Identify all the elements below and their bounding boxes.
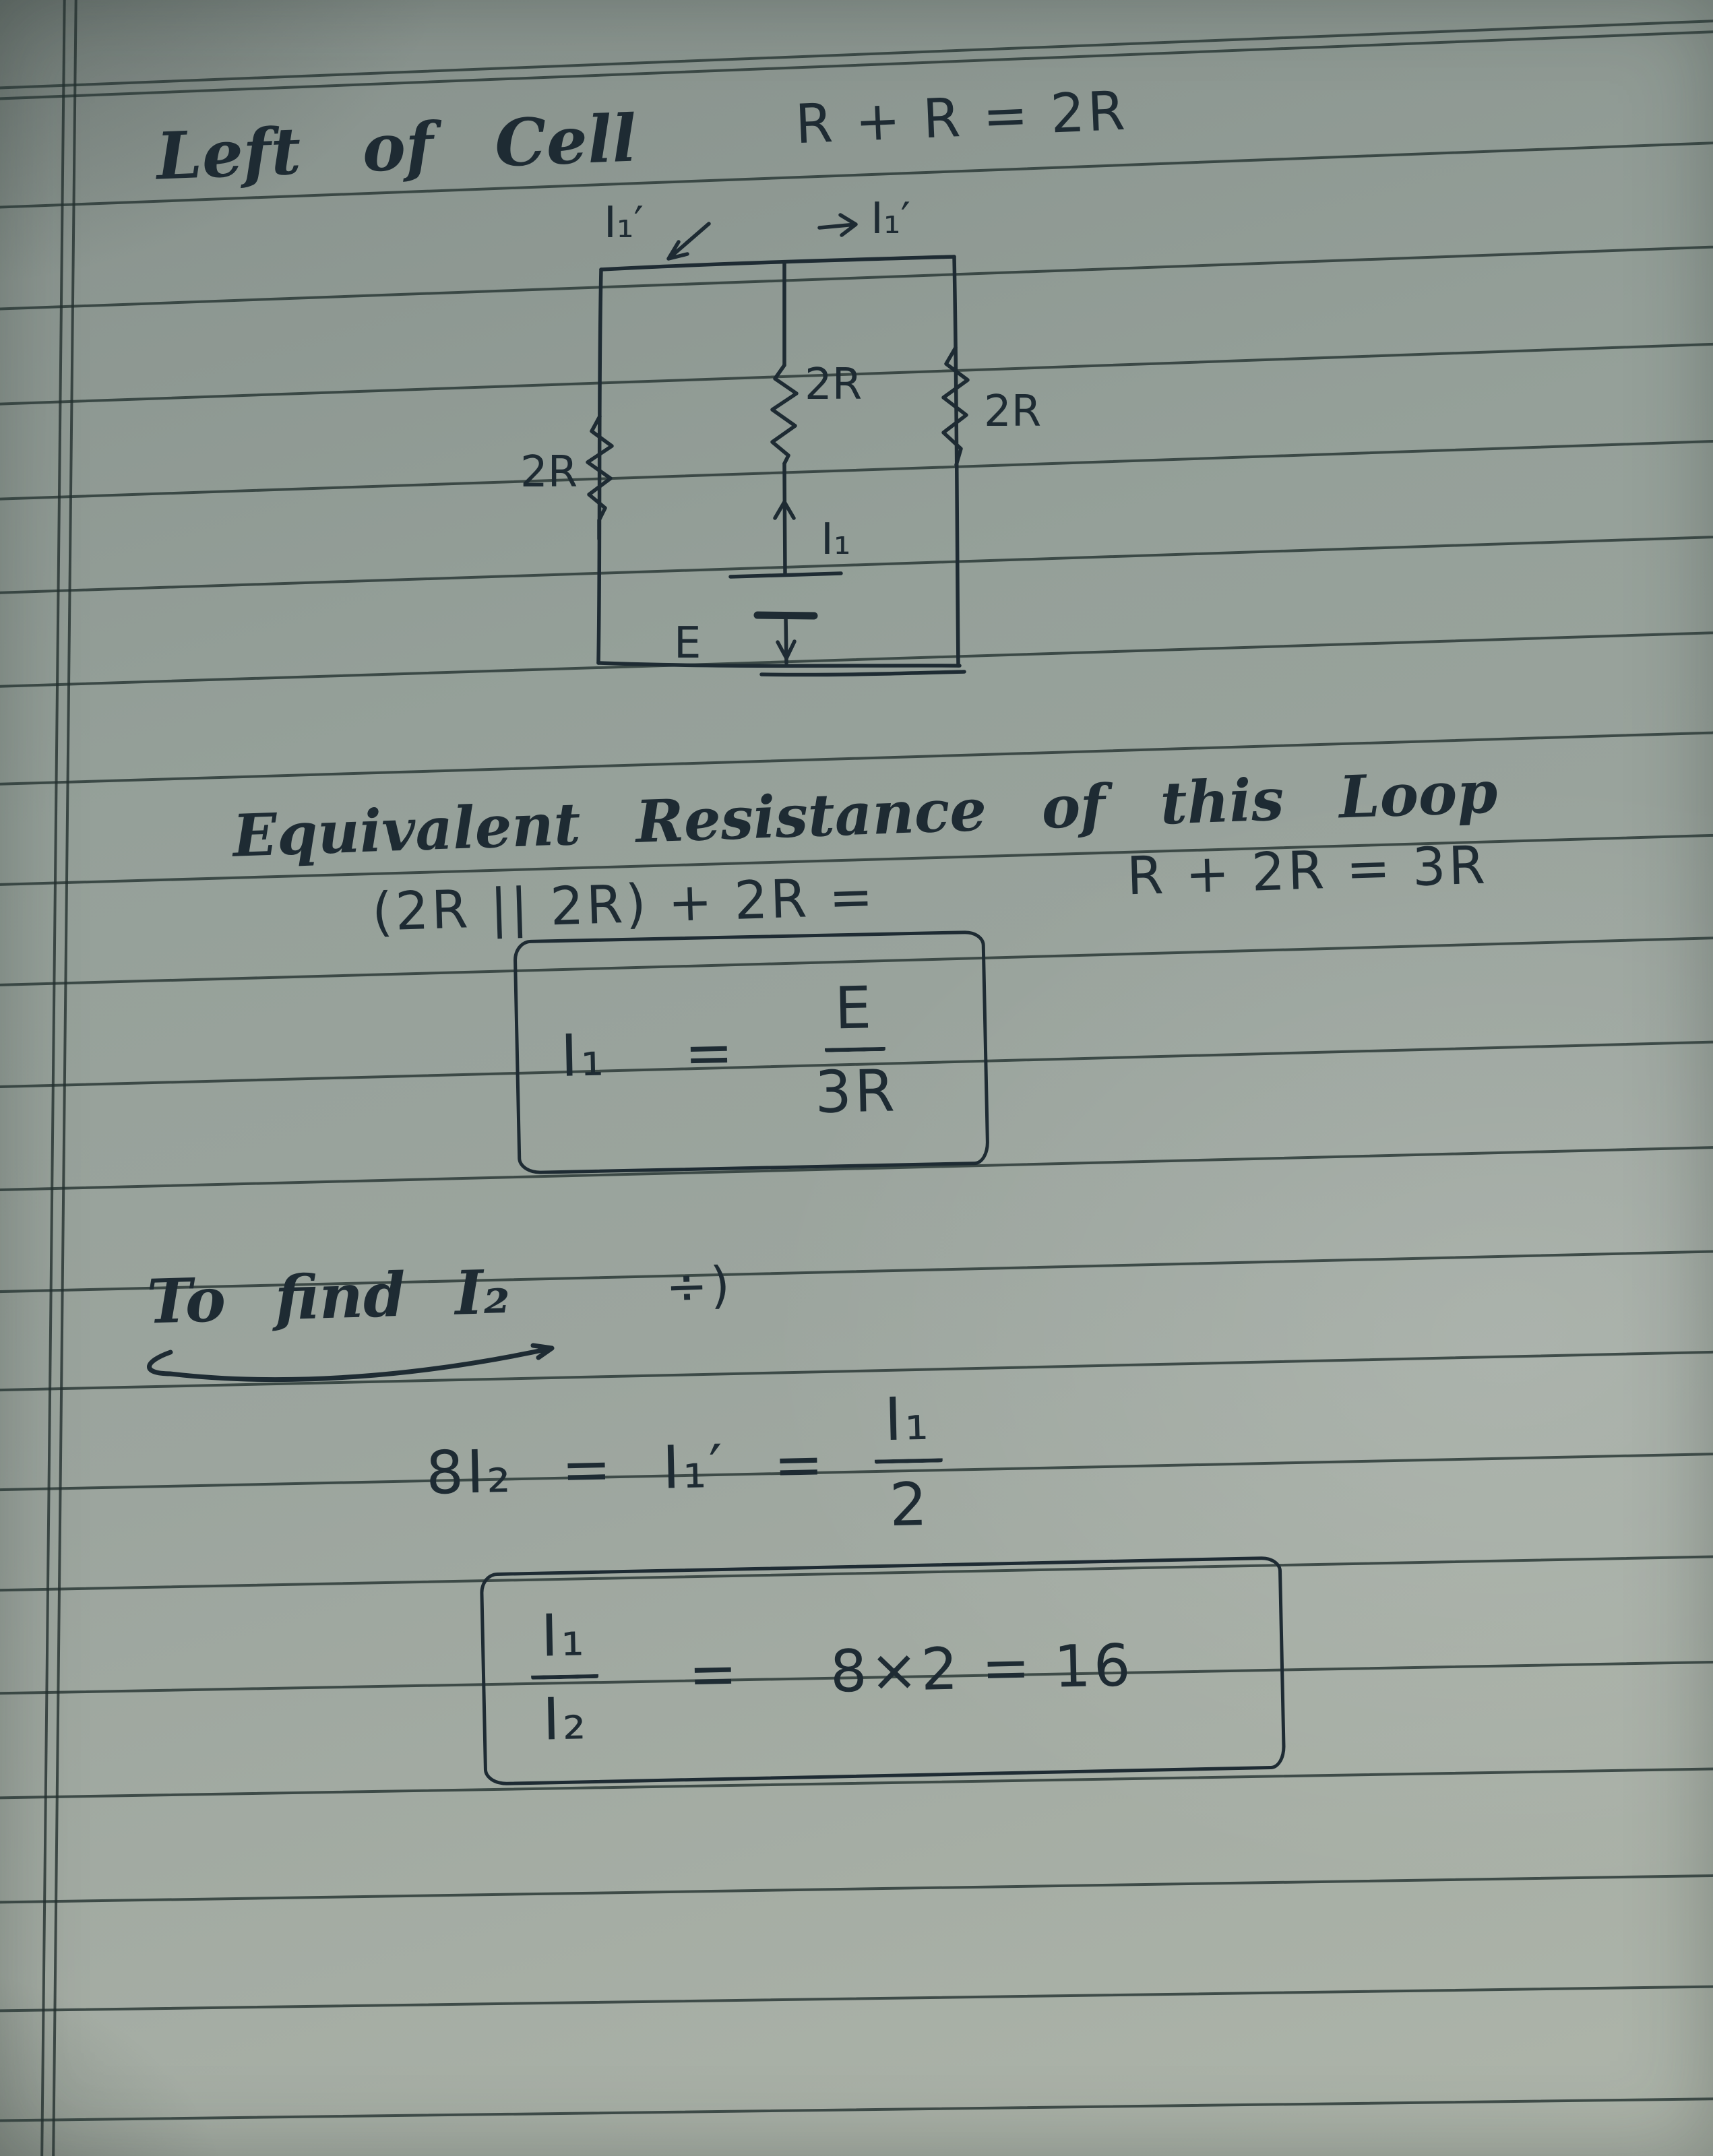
i1-fraction-denominator: 3R xyxy=(814,1057,898,1127)
heading-equation: R + R = 2R xyxy=(794,79,1129,156)
resistor-right xyxy=(941,346,970,467)
label-resistor-left: 2R xyxy=(520,447,578,497)
ratio-fraction: I₁ I₂ xyxy=(529,1601,600,1754)
find-i2-underline xyxy=(147,1343,555,1383)
resistor-middle xyxy=(770,363,799,466)
current-left-arrow xyxy=(666,222,711,261)
i1-fraction-numerator: E xyxy=(823,974,886,1052)
relation-mid: I₁′ xyxy=(661,1431,726,1502)
wire-left xyxy=(596,267,603,665)
ratio-fraction-numerator: I₁ xyxy=(529,1601,598,1680)
wire-middle-mid xyxy=(782,462,787,576)
wire-bottom xyxy=(596,661,962,668)
ruled-line xyxy=(0,1984,1713,2012)
label-current-top-right: I₁′ xyxy=(871,194,910,244)
battery-long-plate xyxy=(728,571,843,579)
ratio-rhs: 8×2 = 16 xyxy=(829,1632,1134,1706)
ruled-line xyxy=(0,15,1713,90)
margin-line xyxy=(40,0,66,2156)
relation-row: 8I₂ = I₁′ = I₁ 2 xyxy=(424,1383,944,1550)
current-right-arrow xyxy=(817,213,858,237)
ruled-line xyxy=(0,2096,1713,2122)
label-resistor-middle: 2R xyxy=(805,360,862,410)
i1-fraction: E 3R xyxy=(813,974,898,1127)
label-resistor-right: 2R xyxy=(984,387,1041,437)
down-arrow xyxy=(776,639,797,660)
relation-eq2: = xyxy=(772,1428,828,1500)
equivalent-expression-right: R + 2R = 3R xyxy=(1125,835,1489,908)
i1-lhs: I₁ xyxy=(560,1021,607,1090)
result-box-ratio: I₁ I₂ = 8×2 = 16 xyxy=(479,1556,1286,1786)
label-current-top-left: I₁′ xyxy=(604,198,644,248)
relation-fraction-denominator: 2 xyxy=(888,1469,931,1540)
wire-top xyxy=(599,255,956,272)
resistor-left xyxy=(586,414,614,541)
i1-equals: = xyxy=(683,1019,737,1088)
relation-eq1: = xyxy=(561,1433,615,1504)
ruled-line xyxy=(0,1872,1713,1904)
circuit-diagram: I₁′ I₁′ 2R 2R 2R I₁ E xyxy=(520,194,1041,677)
label-battery: E xyxy=(674,619,701,668)
find-i2-title: To find I₂ xyxy=(146,1256,511,1338)
relation-fraction: I₁ 2 xyxy=(873,1383,944,1540)
current-up-arrow xyxy=(773,500,796,520)
label-current-middle: I₁ xyxy=(821,515,851,565)
relation-lhs: 8I₂ xyxy=(425,1436,514,1508)
equivalent-expression-left: (2R || 2R) + 2R = xyxy=(371,866,877,943)
find-i2-marker: ÷) xyxy=(664,1256,734,1317)
margin-line xyxy=(51,0,77,2156)
wire-bottom-double xyxy=(759,670,966,677)
result-box-i1: I₁ = E 3R xyxy=(513,930,990,1175)
ratio-equals: = xyxy=(687,1640,741,1709)
relation-fraction-numerator: I₁ xyxy=(873,1383,943,1464)
ratio-fraction-denominator: I₂ xyxy=(542,1685,590,1754)
